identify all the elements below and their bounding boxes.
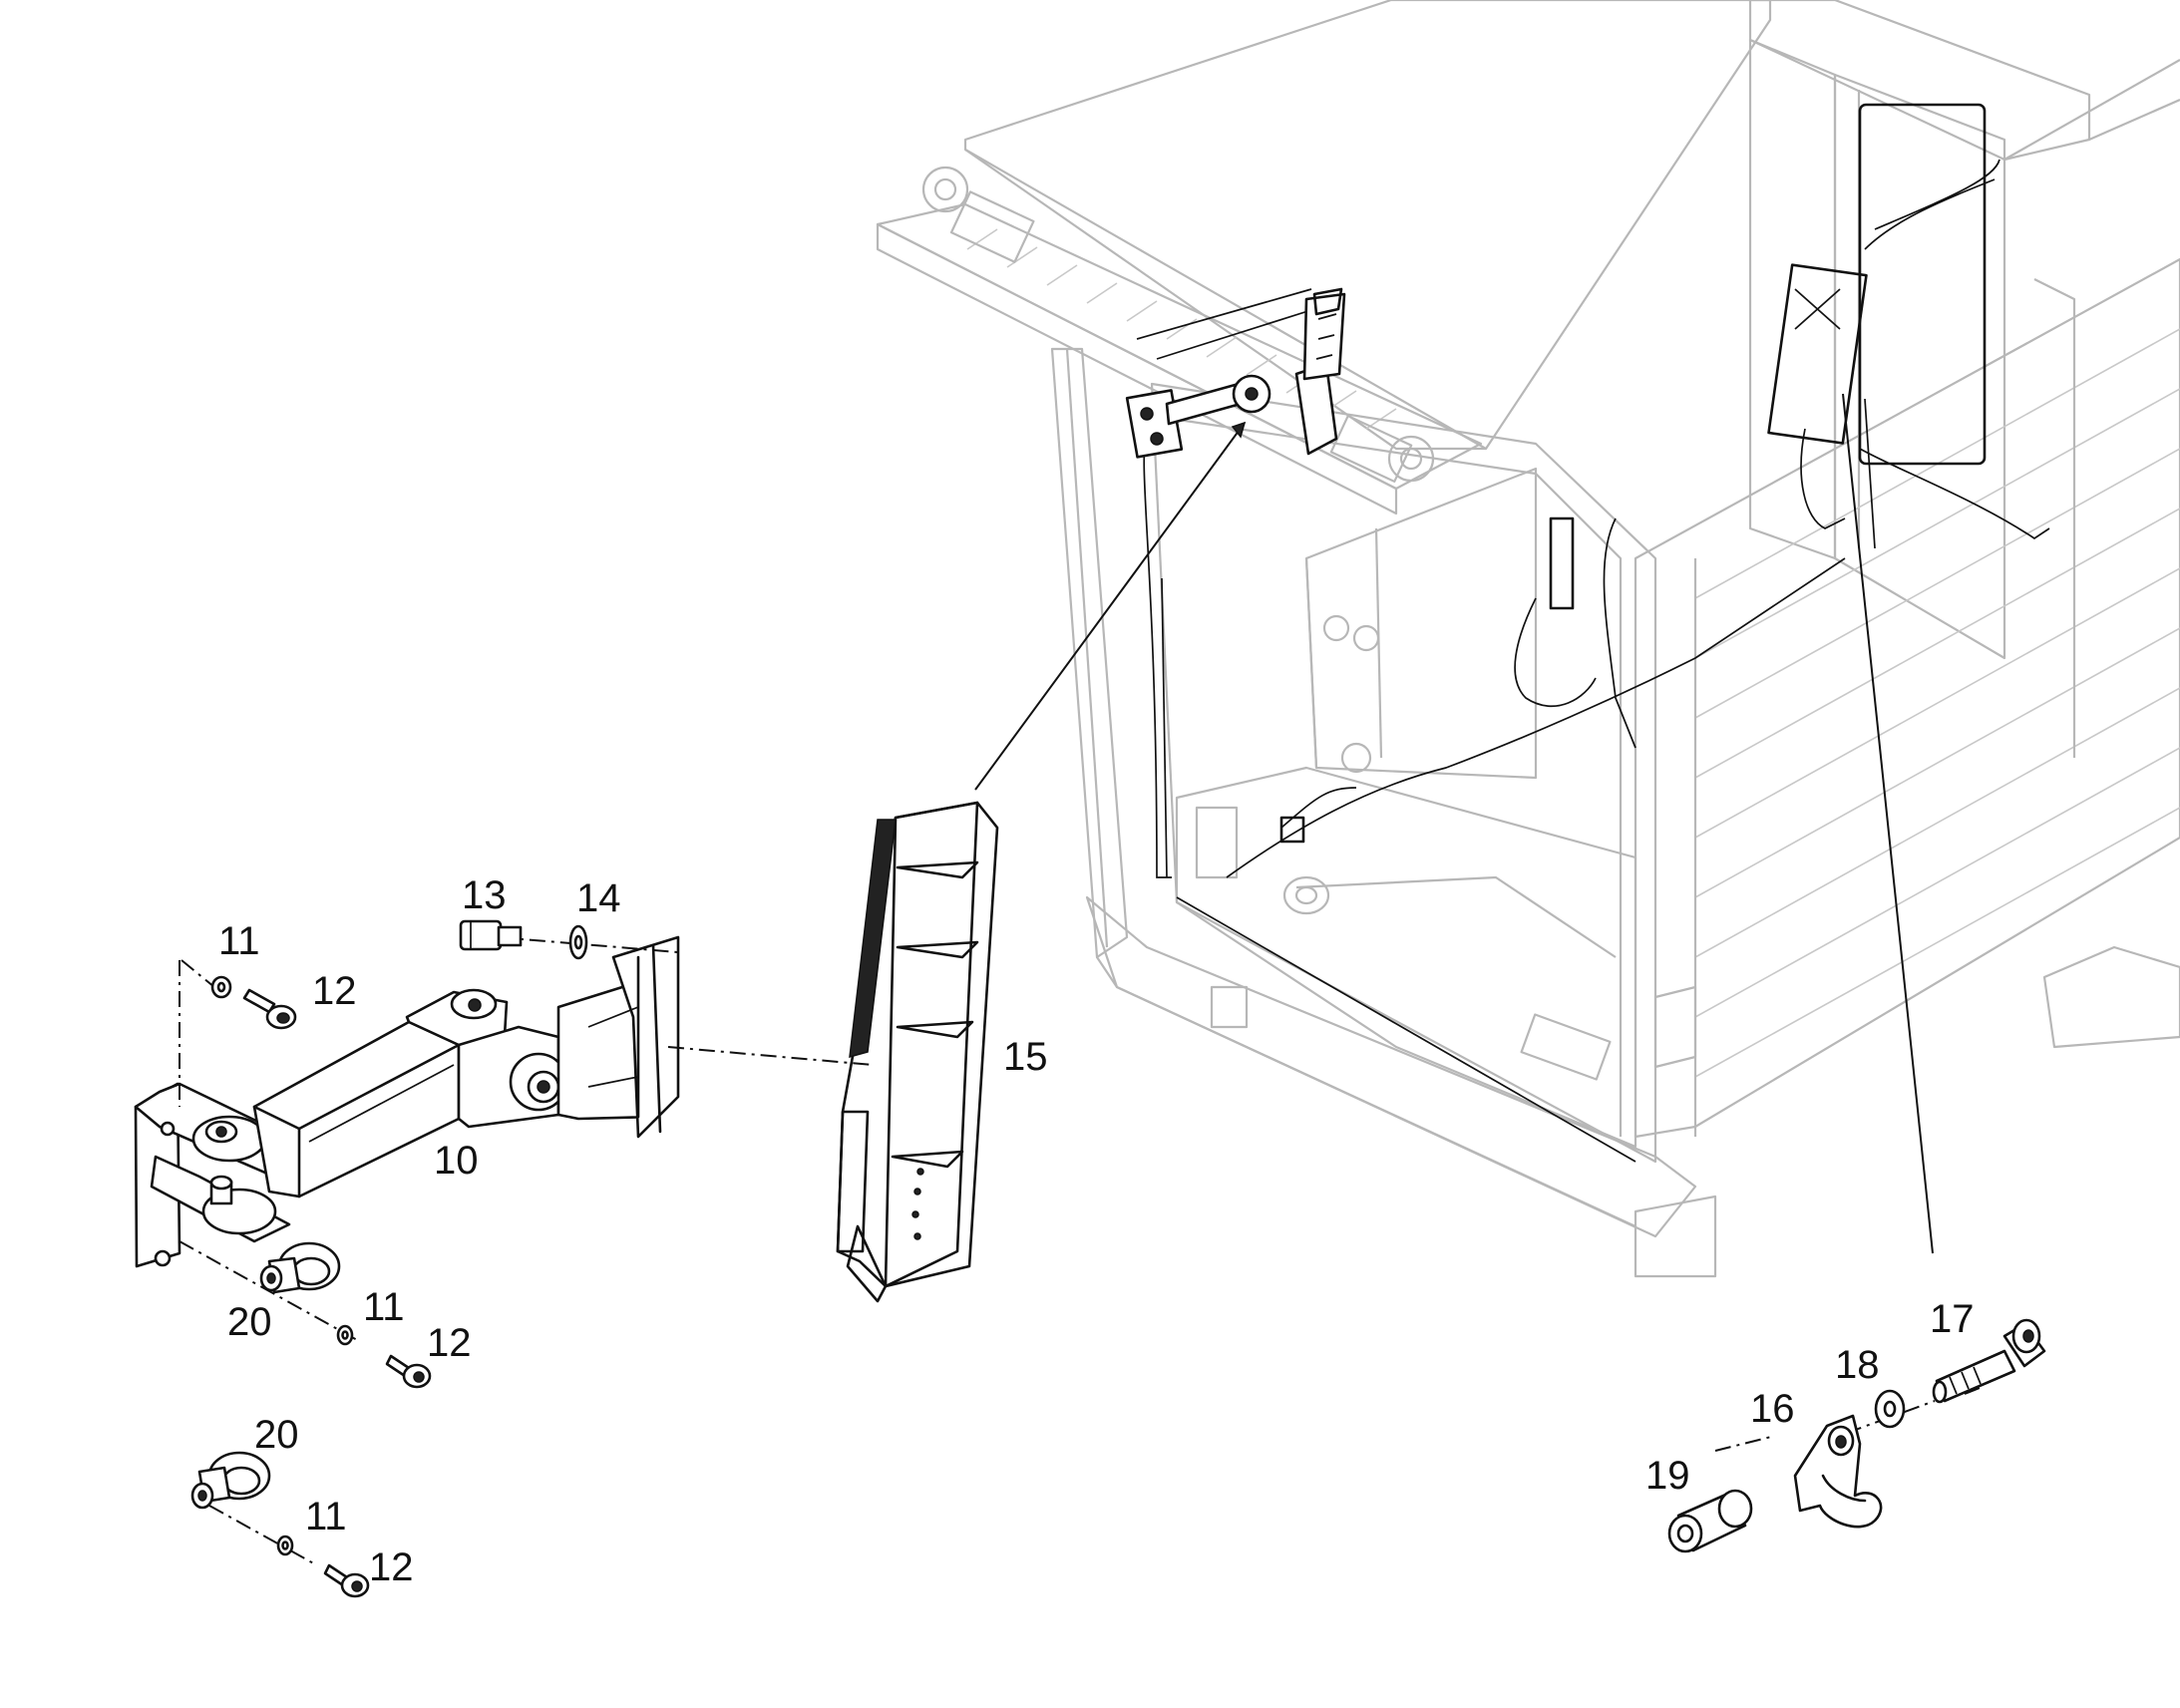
part-14-washer (568, 924, 588, 960)
callout-16: 16 (1750, 1387, 1795, 1431)
callout-19: 19 (1645, 1454, 1690, 1498)
part-17-bolt (1932, 1318, 2046, 1404)
callout-20: 20 (254, 1413, 299, 1457)
part-11-washer-lower (276, 1535, 294, 1556)
callout-12: 12 (369, 1545, 414, 1589)
callout-12: 12 (312, 969, 357, 1013)
part-12-screw-lower (323, 1563, 370, 1598)
callout-20: 20 (227, 1300, 272, 1344)
part-15-mirror-head (836, 801, 999, 1303)
cabin-housing-background (876, 0, 2180, 1278)
callout-labels: 10 11 12 13 14 15 20 11 12 20 11 12 16 1… (218, 873, 1975, 1589)
leader-lines (974, 393, 1934, 1254)
leader-15 (974, 422, 1246, 791)
part-13-bolt (459, 919, 523, 951)
part-18-washer (1874, 1389, 1906, 1429)
callout-15: 15 (1003, 1035, 1048, 1079)
part-20-clamp-lower (190, 1451, 271, 1510)
part-20-clamp-middle (259, 1241, 341, 1294)
callout-18: 18 (1835, 1343, 1880, 1387)
callout-10: 10 (434, 1139, 479, 1183)
installed-arm-assembly (1125, 287, 1346, 459)
callout-17: 17 (1930, 1297, 1975, 1341)
wiring-harness (1136, 103, 2050, 1163)
part-16-clamp (1793, 1414, 1883, 1529)
callout-11: 11 (218, 919, 260, 963)
part-11-washer-upper (210, 975, 232, 999)
callout-12: 12 (427, 1321, 472, 1365)
part-10-swing-arm (134, 935, 680, 1268)
part-19-spacer-sleeve (1667, 1489, 1753, 1553)
callout-13: 13 (462, 873, 507, 917)
callout-11: 11 (305, 1495, 347, 1538)
part-12-screw-middle (385, 1354, 432, 1389)
callout-11: 11 (363, 1285, 405, 1329)
callout-14: 14 (576, 876, 621, 920)
part-11-washer-middle (336, 1324, 354, 1346)
leader-17 (1842, 393, 1934, 1254)
part-12-screw-upper (242, 988, 297, 1030)
